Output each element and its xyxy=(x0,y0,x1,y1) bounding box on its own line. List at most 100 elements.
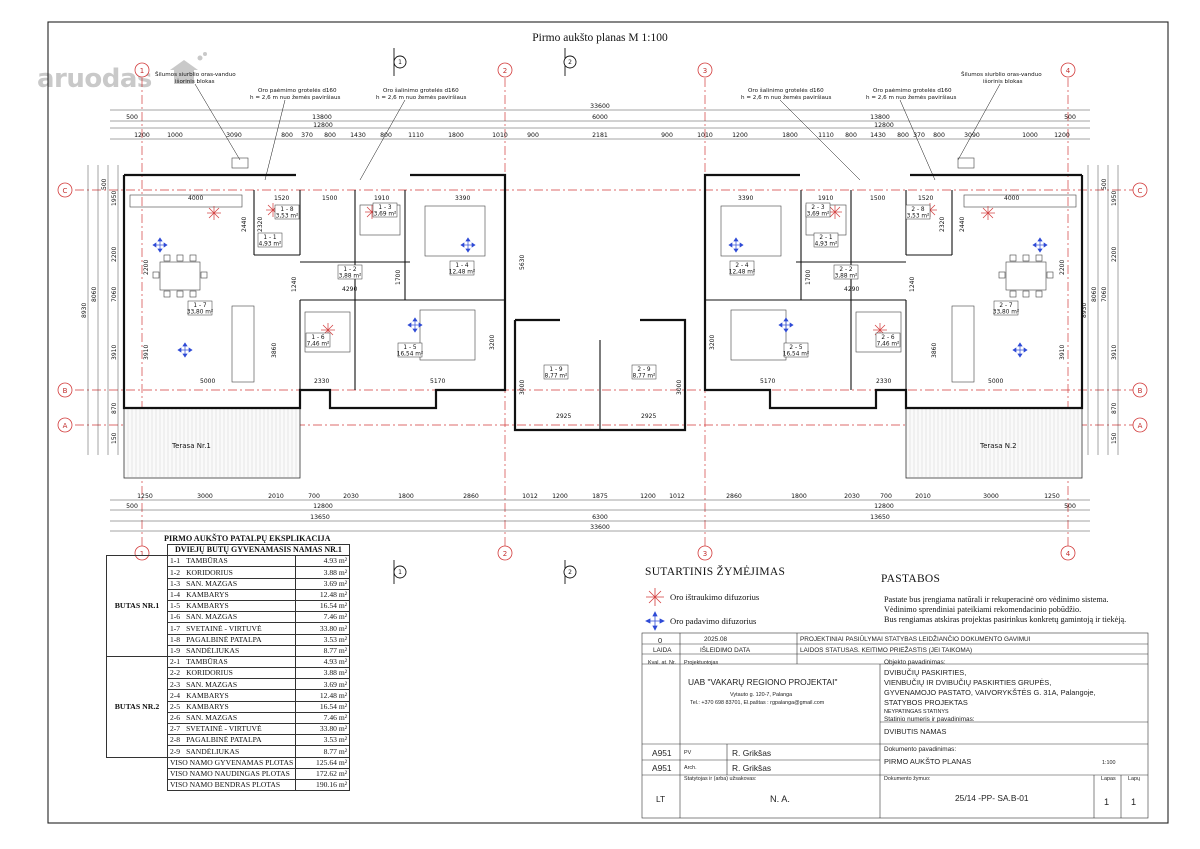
svg-text:500: 500 xyxy=(1064,503,1076,510)
svg-text:1430: 1430 xyxy=(870,132,886,139)
room-no-text: 1-7 xyxy=(169,623,181,633)
exhaust-diffuser-icon xyxy=(646,588,664,606)
room-name: TAMBŪRAS xyxy=(186,657,228,667)
status-label: LAIDOS STATUSAS. KEITIMO PRIEŽASTIS (JEI… xyxy=(800,647,973,654)
bed-room-2-4 xyxy=(720,205,782,257)
svg-text:2200: 2200 xyxy=(1059,260,1066,275)
svg-text:2925: 2925 xyxy=(556,413,571,420)
sofa-left xyxy=(231,305,255,383)
scale: 1:100 xyxy=(1102,760,1116,766)
svg-text:h = 2,6 m nuo žemės paviršiaus: h = 2,6 m nuo žemės paviršiaus xyxy=(250,94,341,101)
room-no-text: 2-6 xyxy=(169,713,181,723)
room-dimensions: 4000 1520 3390 4290 5000 2330 5170 1500 … xyxy=(143,195,1066,420)
svg-text:išorinis blokas: išorinis blokas xyxy=(175,78,215,85)
svg-text:1950: 1950 xyxy=(1111,191,1118,206)
arch-name: R. Grikšas xyxy=(732,763,772,773)
watermark-house-icon xyxy=(170,52,207,84)
svg-text:500: 500 xyxy=(1101,178,1108,190)
chair xyxy=(176,290,184,298)
svg-text:800: 800 xyxy=(845,132,857,139)
arch-qualification: A951 xyxy=(652,763,672,773)
svg-text:1: 1 xyxy=(398,59,402,66)
svg-text:3910: 3910 xyxy=(143,345,150,360)
bed-room-2-5 xyxy=(730,309,787,361)
room-tags: 1 - 14,93 m²1 - 23,88 m²1 - 33,69 m²1 - … xyxy=(187,202,1019,380)
svg-text:5170: 5170 xyxy=(430,378,445,385)
note-line: Bus rengiamas atskiras projektas pasirin… xyxy=(884,615,1127,624)
chair xyxy=(998,271,1006,279)
document-code: 25/14 -PP- SA.B-01 xyxy=(955,793,1029,803)
svg-text:7060: 7060 xyxy=(111,287,118,302)
svg-text:h = 2,6 m nuo žemės paviršiaus: h = 2,6 m nuo žemės paviršiaus xyxy=(741,94,832,101)
room-tag-box xyxy=(833,264,859,280)
room-tag-id: 1 - 4 xyxy=(455,263,468,269)
room-tag-id: 1 - 7 xyxy=(193,303,206,309)
chair xyxy=(1009,254,1017,262)
svg-text:1520: 1520 xyxy=(274,195,289,202)
svg-text:1950: 1950 xyxy=(111,191,118,206)
room-name: KORIDORIUS xyxy=(186,668,233,678)
watermark: aruodas xyxy=(37,64,152,94)
svg-text:2200: 2200 xyxy=(1111,247,1118,262)
svg-text:1: 1 xyxy=(398,569,402,576)
supply-diffuser-icon xyxy=(728,237,744,253)
axis-4-bottom: 4 xyxy=(1066,550,1071,558)
svg-text:3000: 3000 xyxy=(519,380,526,395)
chair xyxy=(1022,254,1030,262)
room-tag-box xyxy=(274,204,300,220)
room-no-text: 1-2 xyxy=(169,567,181,577)
room-area: 3.53 m² xyxy=(295,734,350,747)
svg-text:1200: 1200 xyxy=(552,493,568,500)
room-no-text: 2-2 xyxy=(169,668,181,678)
axis-4-top: 4 xyxy=(1066,67,1071,75)
axis-1-bottom: 1 xyxy=(140,550,144,558)
room-tag-id: 2 - 8 xyxy=(911,207,924,213)
bath-2-6 xyxy=(855,311,902,353)
svg-text:2: 2 xyxy=(568,59,572,66)
svg-text:12800: 12800 xyxy=(313,122,333,129)
room-no-text: 2-1 xyxy=(169,657,181,667)
svg-text:2030: 2030 xyxy=(844,493,860,500)
room-area: 3.69 m² xyxy=(295,577,350,590)
notes-title: PASTABOS xyxy=(881,573,941,585)
svg-text:1700: 1700 xyxy=(395,270,402,285)
annotation-air-exhaust-left: Oro šalinimo grotelės d160 xyxy=(383,87,459,94)
svg-text:h = 2,6 m nuo žemės paviršiaus: h = 2,6 m nuo žemės paviršiaus xyxy=(866,94,957,101)
terrace-1-label: Terasa Nr.1 xyxy=(171,442,211,450)
exhaust-diffuser-icon xyxy=(981,206,995,220)
language: LT xyxy=(656,794,666,804)
svg-text:1010: 1010 xyxy=(697,132,713,139)
room-tag-id: 1 - 9 xyxy=(549,367,562,373)
chair xyxy=(163,254,171,262)
room-no-text: 2-4 xyxy=(169,690,181,700)
terrace-boards xyxy=(127,409,1079,477)
pv-role: PV xyxy=(684,750,692,756)
total-area: 172.62 m² xyxy=(295,767,350,780)
svg-text:700: 700 xyxy=(880,493,892,500)
room-no-text: 1-6 xyxy=(169,612,181,622)
svg-text:12800: 12800 xyxy=(874,122,894,129)
supply-diffuser-icon xyxy=(645,611,665,631)
company-contacts: Tel.: +370 698 83701, El.paštas : rgpala… xyxy=(690,700,825,706)
svg-text:800: 800 xyxy=(380,132,392,139)
room-tag-id: 2 - 1 xyxy=(819,235,832,241)
kitchen-counter-right xyxy=(963,194,1077,208)
svg-text:6000: 6000 xyxy=(592,114,608,121)
svg-text:1000: 1000 xyxy=(167,132,183,139)
svg-text:12800: 12800 xyxy=(313,503,333,510)
axis-B-left: B xyxy=(63,387,68,395)
room-tag-box xyxy=(805,202,831,218)
room-name: SANDĖLIUKAS xyxy=(186,746,240,756)
room-tag-area: 3,53 m² xyxy=(907,213,930,220)
dimension-text-side: 8930 8060 7060 1950 2200 3910 870 150 50… xyxy=(81,178,1118,444)
revision-number: 0 xyxy=(658,636,663,645)
svg-text:500: 500 xyxy=(126,503,138,510)
revision-date: 2025.08 xyxy=(704,636,728,643)
room-tag-area: 7,46 m² xyxy=(307,341,330,348)
svg-text:8060: 8060 xyxy=(1091,287,1098,302)
document-name: PIRMO AUKŠTO PLANAS xyxy=(884,757,972,766)
